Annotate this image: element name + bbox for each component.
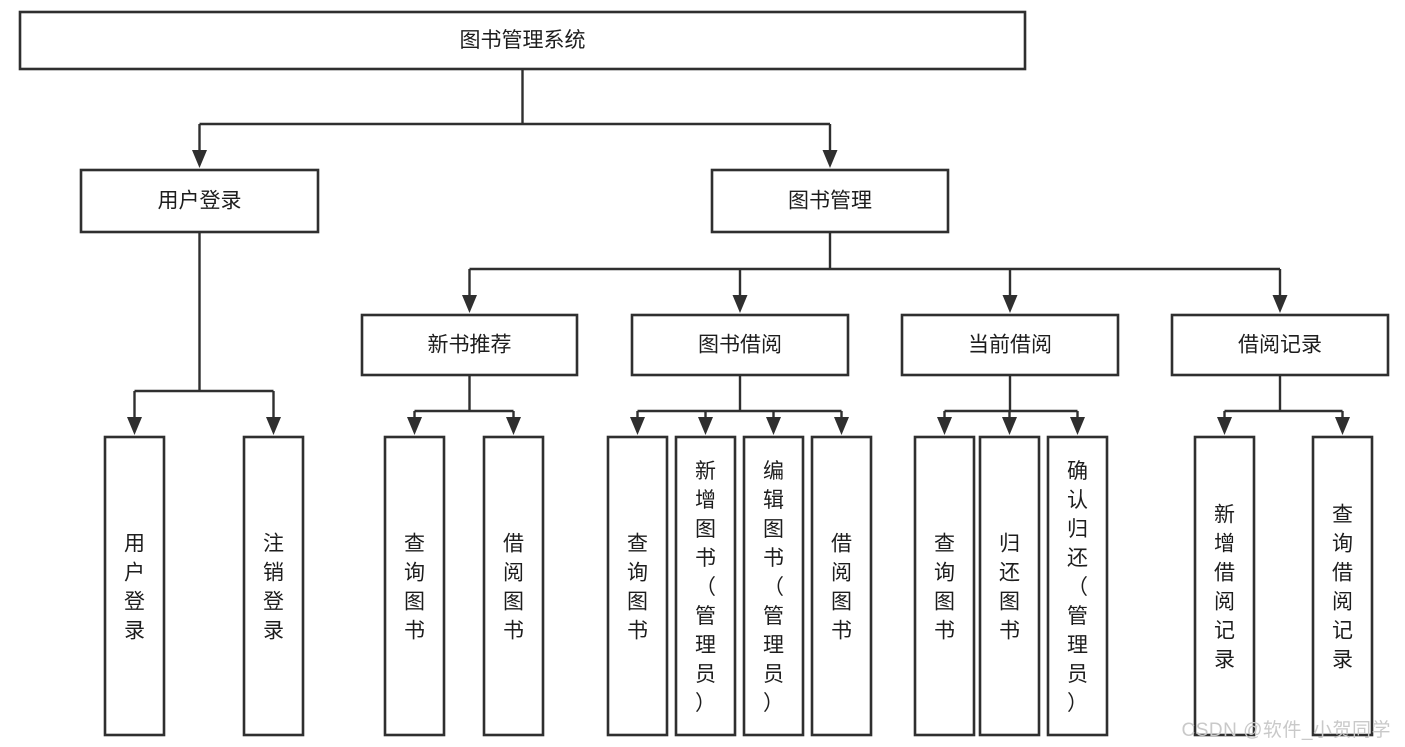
node-label-l3: 查询图书 [404,533,425,643]
node-box-l3[interactable] [383,435,446,737]
node-box-l9[interactable] [913,435,976,737]
node-l2-8[interactable]: 注销登录 [242,435,305,737]
node-label-l6: 新增图书（管理员） [695,460,716,715]
node-label-l1: 用户登录 [124,533,145,643]
node-label-l10: 归还图书 [999,533,1020,643]
node-box-l13[interactable] [1311,435,1374,737]
node-box-current[interactable] [900,313,1120,377]
node-label-l5: 查询图书 [627,533,648,643]
node-label-l12: 新增借阅记录 [1214,504,1235,672]
connector-layer [127,69,1350,435]
node-l12-18[interactable]: 新增借阅记录 [1193,435,1256,737]
node-bookmgmt-2[interactable]: 图书管理 [710,168,950,234]
node-box-l7[interactable] [742,435,805,737]
watermark-label: CSDN @软件_小贺同学 [1181,720,1391,741]
node-newbook-3[interactable]: 新书推荐 [360,313,579,377]
node-label-l2: 注销登录 [263,533,284,643]
node-login-1[interactable]: 用户登录 [79,168,320,234]
node-l8-14[interactable]: 借阅图书 [810,435,873,737]
node-box-login[interactable] [79,168,320,234]
node-box-l6[interactable] [674,435,737,737]
node-label-current: 当前借阅 [968,334,1052,357]
node-root-0[interactable]: 图书管理系统 [18,10,1027,71]
node-l13-19[interactable]: 查询借阅记录 [1311,435,1374,737]
node-box-l5[interactable] [606,435,669,737]
connector-group-root [192,69,838,168]
node-l11-17[interactable]: 确认归还（管理员） [1046,435,1109,737]
node-box-borrow[interactable] [630,313,850,377]
node-box-root[interactable] [18,10,1027,71]
node-label-l7: 编辑图书（管理员） [763,460,784,715]
node-box-l11[interactable] [1046,435,1109,737]
node-l5-11[interactable]: 查询图书 [606,435,669,737]
connector-group-borrow [630,375,849,435]
node-box-newbook[interactable] [360,313,579,377]
node-l1-7[interactable]: 用户登录 [103,435,166,737]
node-label-borrow: 图书借阅 [698,334,782,357]
node-label-l9: 查询图书 [934,533,955,643]
node-box-l10[interactable] [978,435,1041,737]
node-label-l4: 借阅图书 [503,533,524,643]
node-label-login: 用户登录 [158,190,242,213]
node-records-6[interactable]: 借阅记录 [1170,313,1390,377]
node-l3-9[interactable]: 查询图书 [383,435,446,737]
node-l9-15[interactable]: 查询图书 [913,435,976,737]
node-box-l1[interactable] [103,435,166,737]
connector-group-newbook [407,375,521,435]
node-label-l11: 确认归还（管理员） [1067,460,1088,715]
node-l10-16[interactable]: 归还图书 [978,435,1041,737]
connector-group-bookmgmt [462,232,1288,313]
node-label-records: 借阅记录 [1238,334,1322,357]
node-label-l8: 借阅图书 [831,533,852,643]
connector-group-current [937,375,1085,435]
node-layer: 图书管理系统用户登录图书管理新书推荐图书借阅当前借阅借阅记录用户登录注销登录查询… [18,10,1390,737]
node-l7-13[interactable]: 编辑图书（管理员） [742,435,805,737]
connector-group-records [1217,375,1350,435]
node-borrow-4[interactable]: 图书借阅 [630,313,850,377]
node-box-l8[interactable] [810,435,873,737]
node-l4-10[interactable]: 借阅图书 [482,435,545,737]
node-current-5[interactable]: 当前借阅 [900,313,1120,377]
node-box-l12[interactable] [1193,435,1256,737]
node-box-l2[interactable] [242,435,305,737]
node-label-l13: 查询借阅记录 [1332,504,1353,672]
node-l6-12[interactable]: 新增图书（管理员） [674,435,737,737]
node-box-bookmgmt[interactable] [710,168,950,234]
node-label-bookmgmt: 图书管理 [788,190,872,213]
node-box-records[interactable] [1170,313,1390,377]
node-label-root: 图书管理系统 [460,29,586,52]
node-box-l4[interactable] [482,435,545,737]
node-label-newbook: 新书推荐 [428,334,512,357]
connector-group-login [127,232,281,435]
